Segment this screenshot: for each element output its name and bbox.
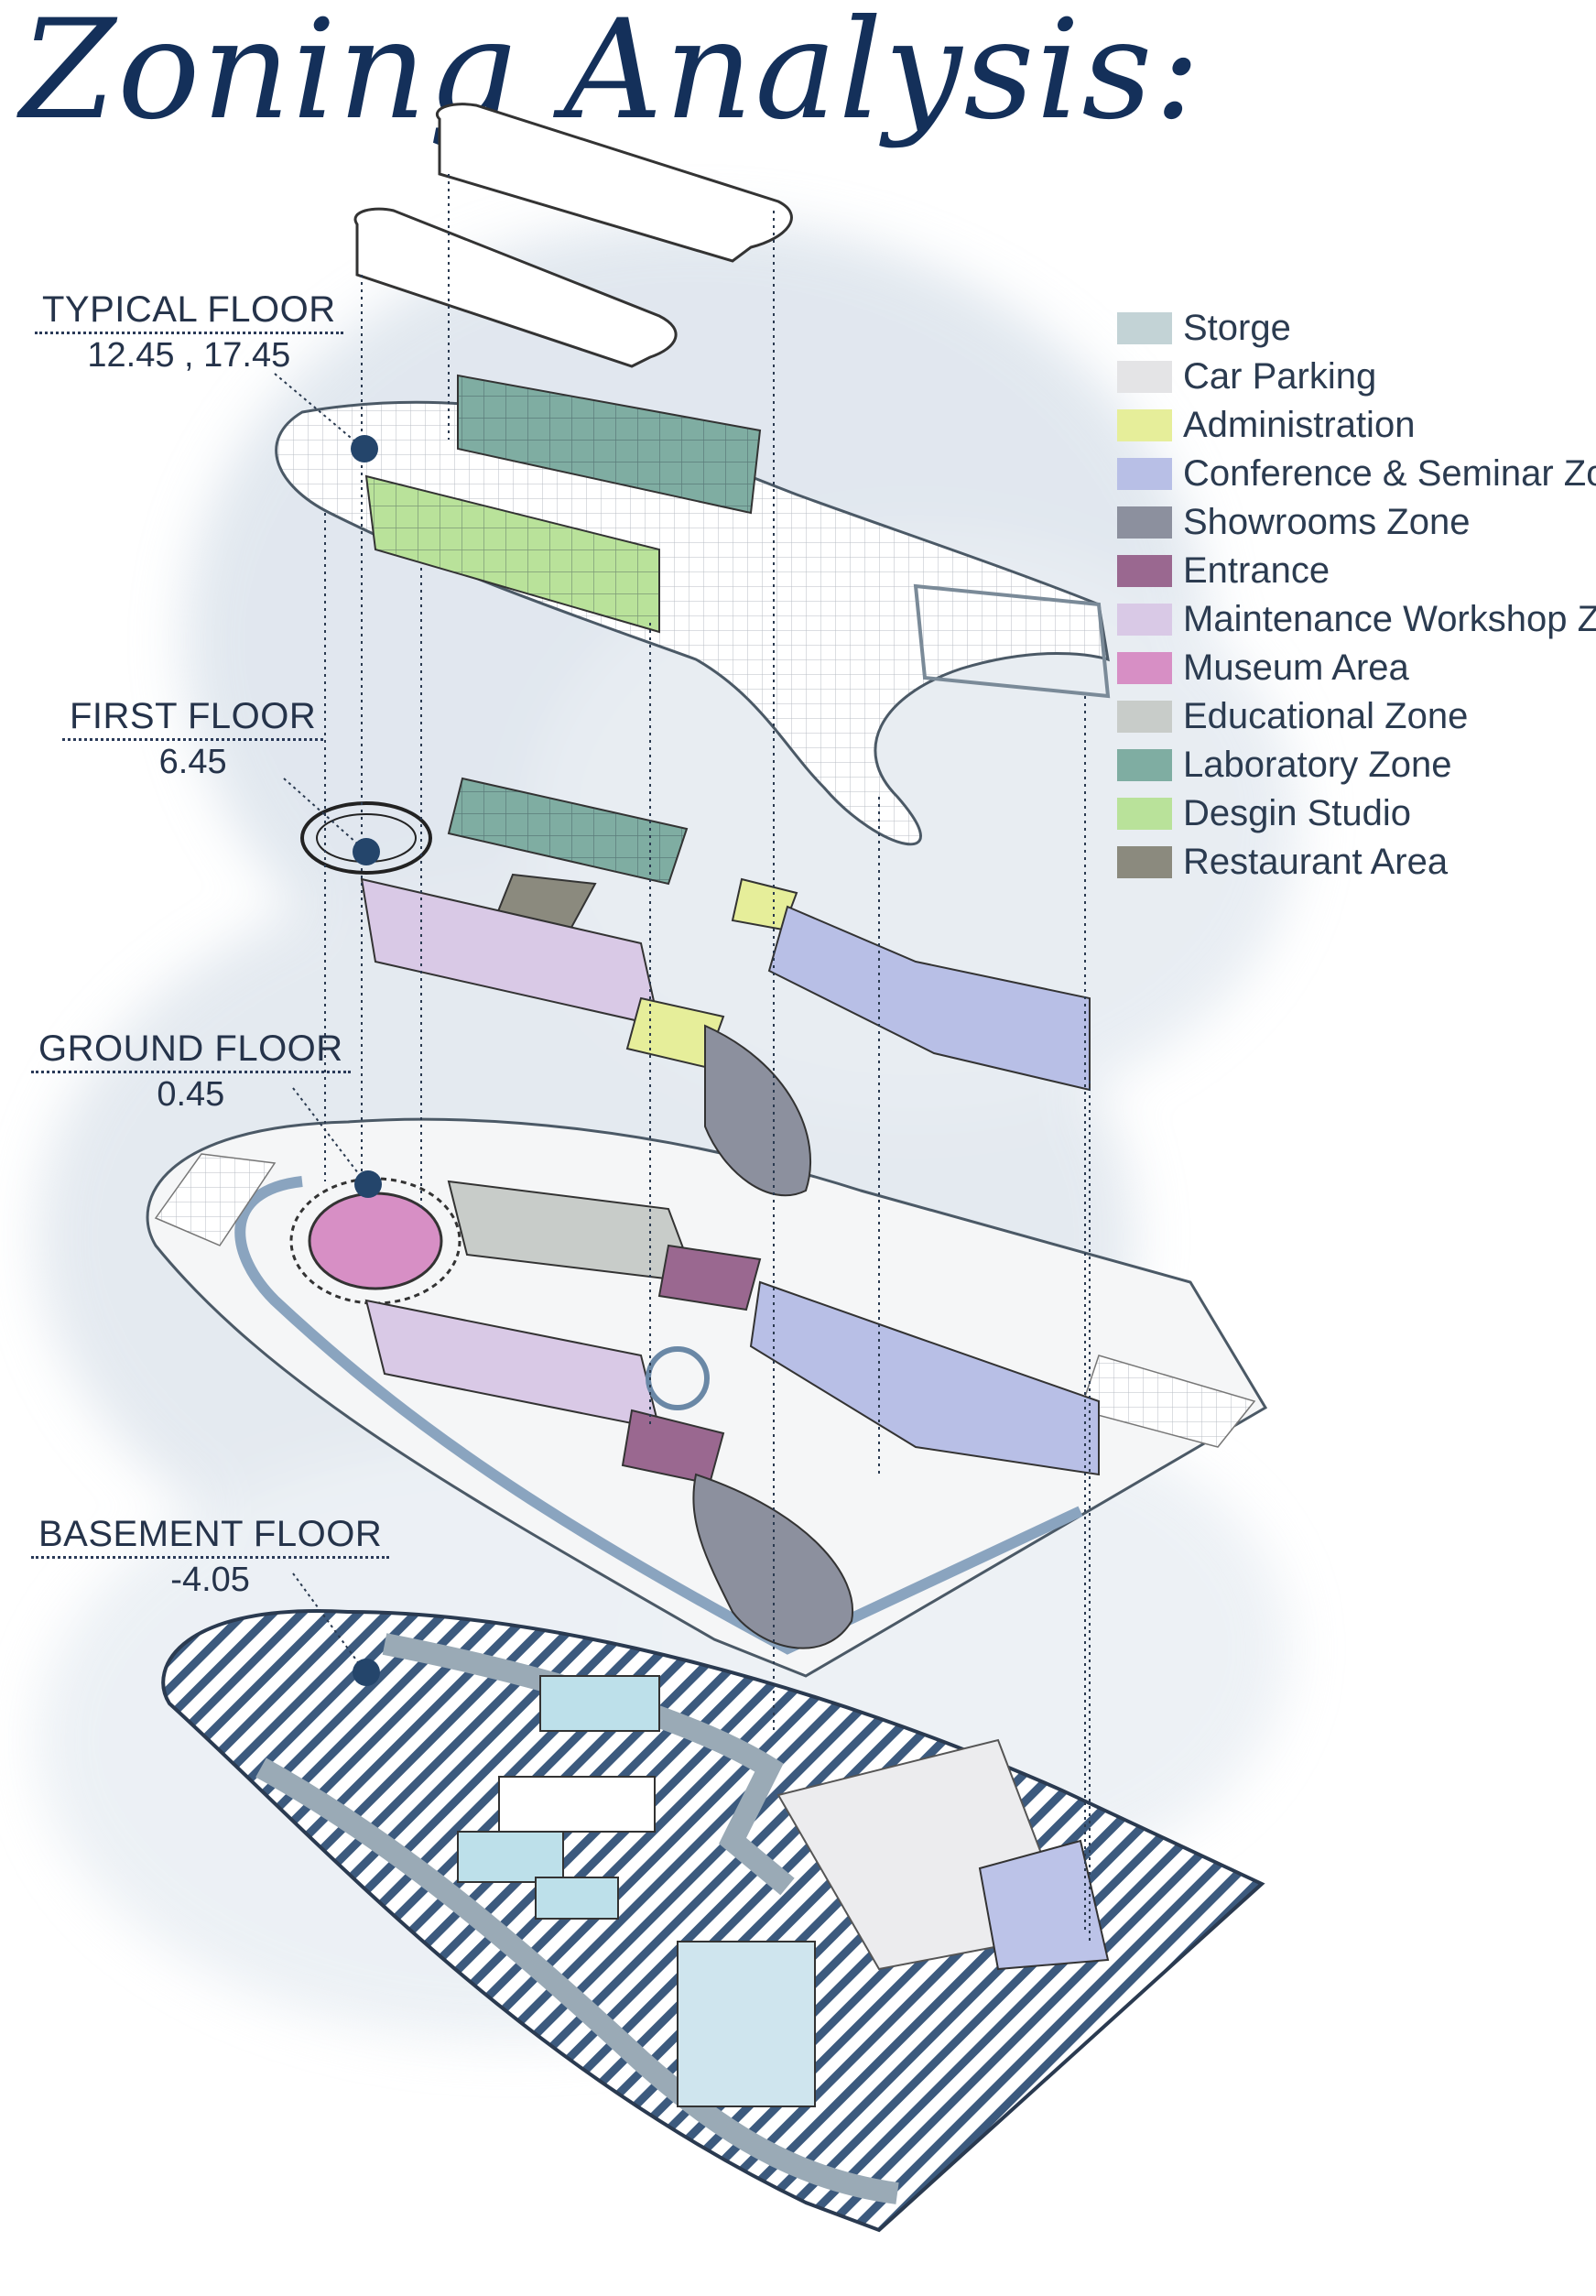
legend-item: Showrooms Zone bbox=[1117, 498, 1593, 547]
floor-name: GROUND FLOOR bbox=[31, 1030, 351, 1073]
legend-label: Restaurant Area bbox=[1183, 842, 1449, 882]
legend-label: Maintenance Workshop Zone bbox=[1183, 599, 1596, 639]
floor-name: BASEMENT FLOOR bbox=[31, 1516, 390, 1559]
legend-item: Museum Area bbox=[1117, 644, 1593, 692]
legend-swatch bbox=[1117, 846, 1172, 878]
legend-swatch bbox=[1117, 604, 1172, 636]
typical-floor-plate bbox=[275, 103, 1111, 846]
legend-item: Educational Zone bbox=[1117, 692, 1593, 741]
legend-swatch bbox=[1117, 749, 1172, 781]
legend-label: Conference & Seminar Zone bbox=[1183, 453, 1596, 494]
legend-swatch bbox=[1117, 555, 1172, 587]
floor-level: 6.45 bbox=[158, 743, 227, 781]
floor-level: 0.45 bbox=[157, 1075, 225, 1114]
legend-item: Laboratory Zone bbox=[1117, 741, 1593, 789]
legend-item: Maintenance Workshop Zone bbox=[1117, 595, 1596, 644]
legend-swatch bbox=[1117, 361, 1172, 393]
floor-name: TYPICAL FLOOR bbox=[35, 291, 343, 334]
legend-label: Educational Zone bbox=[1183, 696, 1469, 736]
legend-label: Entrance bbox=[1183, 550, 1330, 591]
ground-floor-plate bbox=[146, 1117, 1268, 1678]
legend-item: Conference & Seminar Zone bbox=[1117, 450, 1596, 498]
alignment-lines bbox=[324, 174, 1091, 1942]
floor-markers bbox=[274, 373, 382, 1686]
legend-item: Administration bbox=[1117, 401, 1593, 450]
legend-item: Car Parking bbox=[1117, 353, 1593, 401]
legend-swatch bbox=[1117, 652, 1172, 684]
legend-label: Administration bbox=[1183, 405, 1416, 445]
floor-name: FIRST FLOOR bbox=[62, 698, 324, 741]
legend-label: Laboratory Zone bbox=[1183, 745, 1452, 785]
legend-label: Showrooms Zone bbox=[1183, 502, 1471, 542]
floor-label-basement: BASEMENT FLOOR -4.05 bbox=[31, 1516, 390, 1599]
floor-level: 12.45 , 17.45 bbox=[87, 336, 291, 375]
legend-label: Car Parking bbox=[1183, 356, 1377, 397]
legend-item: Entrance bbox=[1117, 547, 1593, 595]
legend-label: Storge bbox=[1183, 308, 1291, 348]
legend-swatch bbox=[1117, 798, 1172, 830]
page-title: Zoning Analysis: bbox=[20, 0, 1202, 150]
legend-swatch bbox=[1117, 506, 1172, 539]
basement-floor-plate bbox=[161, 1609, 1265, 2233]
first-floor-plate bbox=[300, 777, 1091, 1197]
legend-item: Desgin Studio bbox=[1117, 789, 1593, 838]
floor-label-ground: GROUND FLOOR 0.45 bbox=[31, 1030, 351, 1112]
legend-swatch bbox=[1117, 701, 1172, 733]
legend-swatch bbox=[1117, 409, 1172, 441]
legend-item: Restaurant Area bbox=[1117, 838, 1593, 887]
legend-swatch bbox=[1117, 458, 1172, 490]
floor-label-typical: TYPICAL FLOOR 12.45 , 17.45 bbox=[35, 291, 343, 373]
floor-label-first: FIRST FLOOR 6.45 bbox=[62, 698, 324, 781]
legend-item: Storge bbox=[1117, 304, 1593, 353]
floor-level: -4.05 bbox=[170, 1561, 250, 1599]
legend-label: Museum Area bbox=[1183, 647, 1409, 688]
zone-legend: Storge Car Parking Administration Confer… bbox=[1117, 304, 1596, 887]
legend-swatch bbox=[1117, 312, 1172, 344]
legend-label: Desgin Studio bbox=[1183, 793, 1412, 833]
